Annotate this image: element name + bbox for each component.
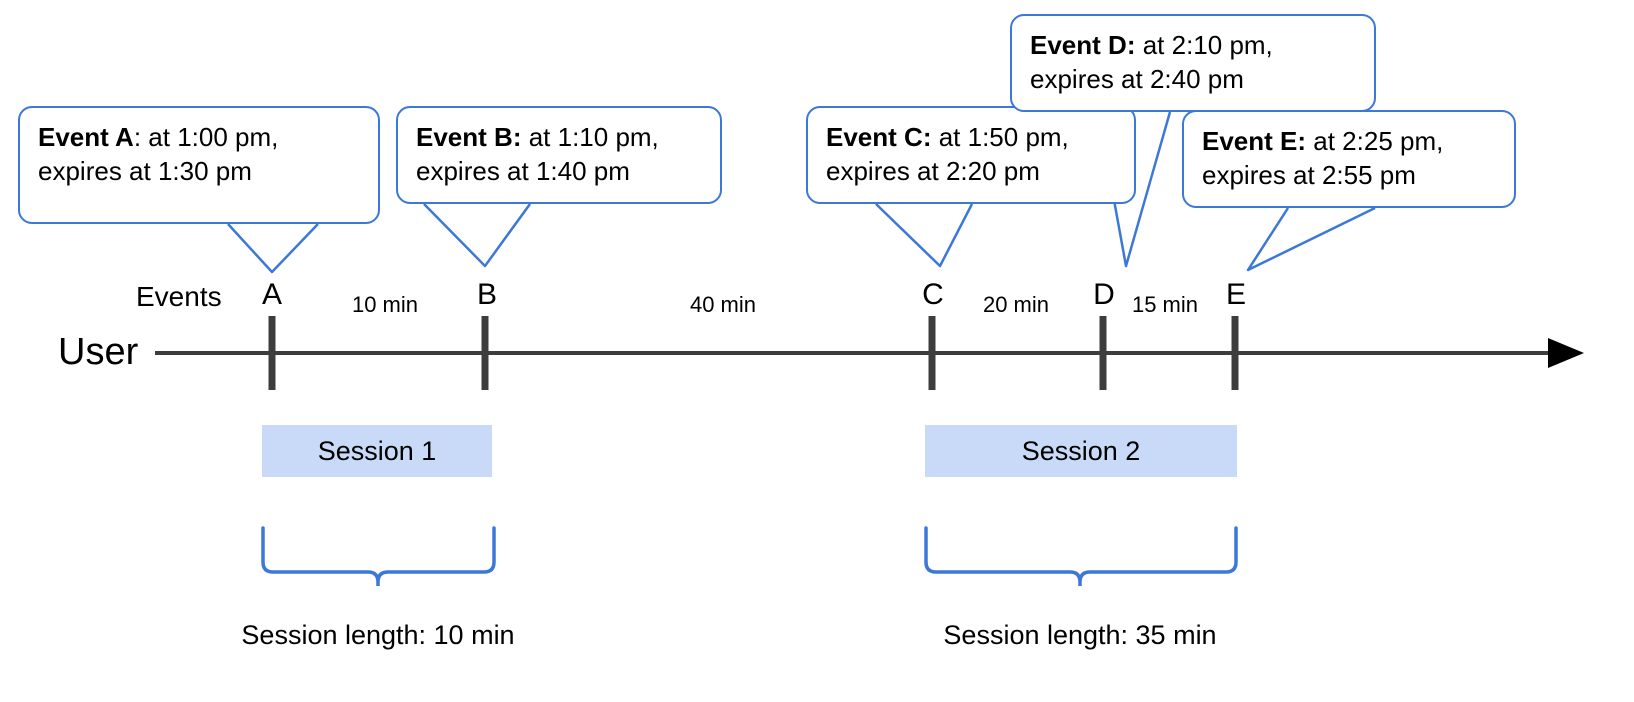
callout-event-c[interactable]: Event C: at 1:50 pm, expires at 2:20 pm [806, 106, 1136, 204]
callout-event-e[interactable]: Event E: at 2:25 pm, expires at 2:55 pm [1182, 110, 1516, 208]
callout-event-b-line1: at 1:10 pm, [521, 122, 659, 152]
axis-row-label-user: User [58, 331, 139, 373]
callout-event-a-line1: at 1:00 pm, [141, 122, 279, 152]
callout-event-d-separator: : [1126, 30, 1136, 60]
gap-label-d-e: 15 min [1131, 292, 1199, 317]
gap-label-b-c: 40 min [689, 292, 757, 317]
callout-event-e-line1: at 2:25 pm, [1306, 126, 1444, 156]
session-block-1-label: Session 1 [317, 435, 437, 466]
callout-event-d-line2: expires at 2:40 pm [1030, 64, 1244, 95]
gap-label-c-d: 20 min [982, 292, 1050, 317]
callout-event-e-line2: expires at 2:55 pm [1202, 160, 1416, 191]
callout-event-a-name: Event A [38, 122, 134, 152]
callout-event-d[interactable]: Event D: at 2:10 pm, expires at 2:40 pm [1010, 14, 1376, 112]
callout-tail-a [227, 223, 319, 274]
callout-event-a[interactable]: Event A: at 1:00 pm, expires at 1:30 pm [18, 106, 380, 224]
marker-letter-e: E [1225, 278, 1247, 311]
callout-event-a-line2: expires at 1:30 pm [38, 156, 252, 187]
callout-event-a-separator: : [133, 122, 142, 152]
callout-tail-e [1246, 206, 1376, 272]
marker-letter-b: B [476, 278, 498, 311]
session-block-1[interactable]: Session 1 [262, 425, 492, 477]
session-2-brace [924, 526, 1238, 586]
callout-event-b-name: Event B [416, 122, 513, 152]
axis-events-label: Events [136, 281, 222, 312]
session-block-2[interactable]: Session 2 [925, 425, 1237, 477]
callout-tail-b [423, 203, 532, 268]
callout-event-c-name: Event C [826, 122, 923, 152]
callout-event-b[interactable]: Event B: at 1:10 pm, expires at 1:40 pm [396, 106, 722, 204]
callout-event-e-name: Event E [1202, 126, 1298, 156]
session-block-2-label: Session 2 [1021, 435, 1141, 466]
arrow-right-icon [1548, 338, 1584, 368]
callout-event-b-line2: expires at 1:40 pm [416, 156, 630, 187]
callout-event-c-line2: expires at 2:20 pm [826, 156, 1040, 187]
callout-tail-c [875, 203, 974, 268]
marker-letter-c: C [922, 278, 944, 311]
session-1-brace [261, 526, 496, 586]
gap-label-a-b: 10 min [351, 292, 419, 317]
callout-event-d-line1: at 2:10 pm, [1135, 30, 1273, 60]
marker-letter-d: D [1093, 278, 1115, 311]
callout-event-c-line1: at 1:50 pm, [931, 122, 1069, 152]
callout-event-b-separator: : [512, 122, 522, 152]
session-2-length-caption: Session length: 35 min [943, 620, 1217, 650]
callout-event-d-name: Event D [1030, 30, 1127, 60]
session-1-length-caption: Session length: 10 min [241, 620, 515, 650]
callout-event-e-separator: : [1297, 126, 1307, 156]
callout-event-c-separator: : [922, 122, 932, 152]
marker-letter-a: A [261, 278, 283, 311]
